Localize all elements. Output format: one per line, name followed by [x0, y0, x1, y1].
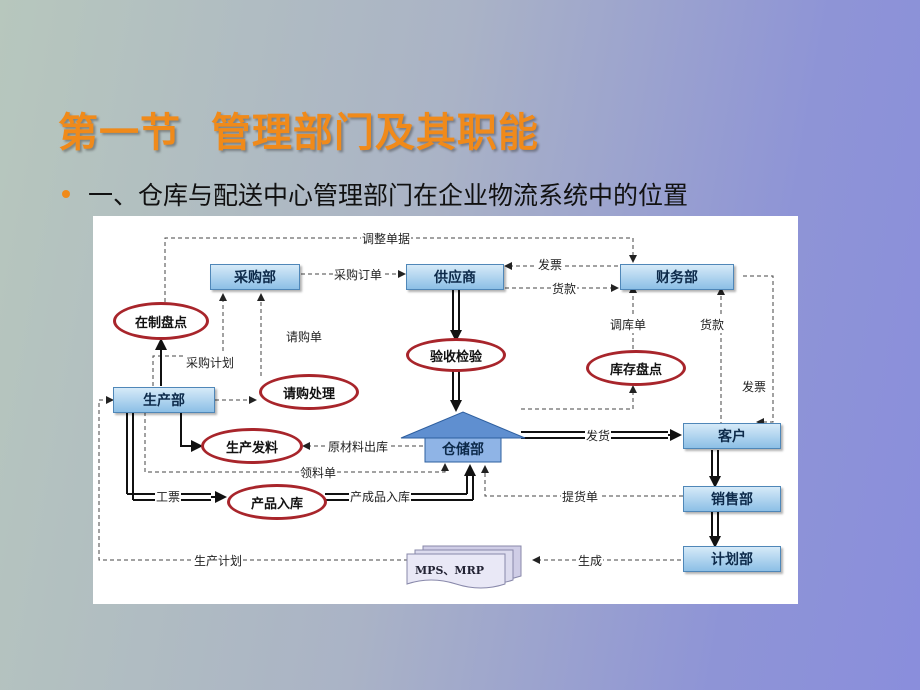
- label-prod-plan: 生产计划: [193, 552, 244, 569]
- label-purchase-order: 采购订单: [333, 266, 384, 283]
- slide-title: 第一节 管理部门及其职能: [58, 110, 539, 156]
- label-invoice-1: 发票: [537, 256, 564, 273]
- node-purchasing: 采购部: [210, 264, 300, 290]
- label-adjust-docs: 调整单据: [361, 230, 412, 247]
- label-work-ticket: 工票: [155, 488, 182, 505]
- process-stock-count: 库存盘点: [586, 350, 686, 386]
- slide-subtitle: 一、仓库与配送中心管理部门在企业物流系统中的位置: [88, 181, 689, 210]
- process-requisition: 请购处理: [259, 374, 359, 410]
- label-generate: 生成: [577, 552, 604, 569]
- node-planning: 计划部: [683, 546, 781, 572]
- node-finance: 财务部: [620, 264, 734, 290]
- diagram-connectors: [98, 237, 774, 589]
- node-customer: 客户: [683, 423, 781, 449]
- label-material-req: 领料单: [299, 464, 338, 481]
- process-product-receipt: 产品入库: [227, 484, 327, 520]
- logistics-flow-diagram: 采购部 供应商 财务部 生产部 客户 销售部 计划部 仓储部 MPS、MRP 在…: [93, 216, 798, 604]
- flow-prod-plan: [98, 396, 408, 561]
- bullet-dot-icon: [62, 190, 70, 198]
- node-mps-mrp: MPS、MRP: [415, 564, 484, 577]
- warehouse-body-shape: [424, 437, 502, 463]
- label-purchase-request: 请购单: [285, 328, 324, 345]
- node-sales: 销售部: [683, 486, 781, 512]
- process-production-issue: 生产发料: [201, 428, 303, 464]
- process-wip-inventory: 在制盘点: [113, 302, 209, 340]
- node-supplier: 供应商: [406, 264, 504, 290]
- flow-to-stock-count: [521, 385, 637, 410]
- label-material-out: 原材料出库: [327, 438, 390, 455]
- label-pick-slip: 提货单: [561, 488, 600, 505]
- label-purchase-plan: 采购计划: [185, 354, 236, 371]
- label-transfer-slip: 调库单: [609, 316, 648, 333]
- process-inspection: 验收检验: [406, 338, 506, 372]
- label-invoice-2: 发票: [741, 378, 768, 395]
- flow-invoice-2: [743, 275, 774, 426]
- flow-material-req: [144, 412, 449, 473]
- bullet-item: 一、仓库与配送中心管理部门在企业物流系统中的位置: [62, 176, 688, 212]
- node-warehouse: 仓储部: [442, 442, 484, 458]
- warehouse-roof-shape: [400, 411, 526, 439]
- node-production: 生产部: [113, 387, 215, 413]
- label-finished-in: 产成品入库: [349, 488, 412, 505]
- label-payment-1: 货款: [551, 280, 578, 297]
- flow-production-to-issue: [180, 412, 203, 452]
- mps-mrp-document-stack: [406, 545, 522, 589]
- flow-pick-slip: [481, 465, 683, 497]
- label-payment-2: 货款: [699, 316, 726, 333]
- label-ship: 发货: [585, 427, 612, 444]
